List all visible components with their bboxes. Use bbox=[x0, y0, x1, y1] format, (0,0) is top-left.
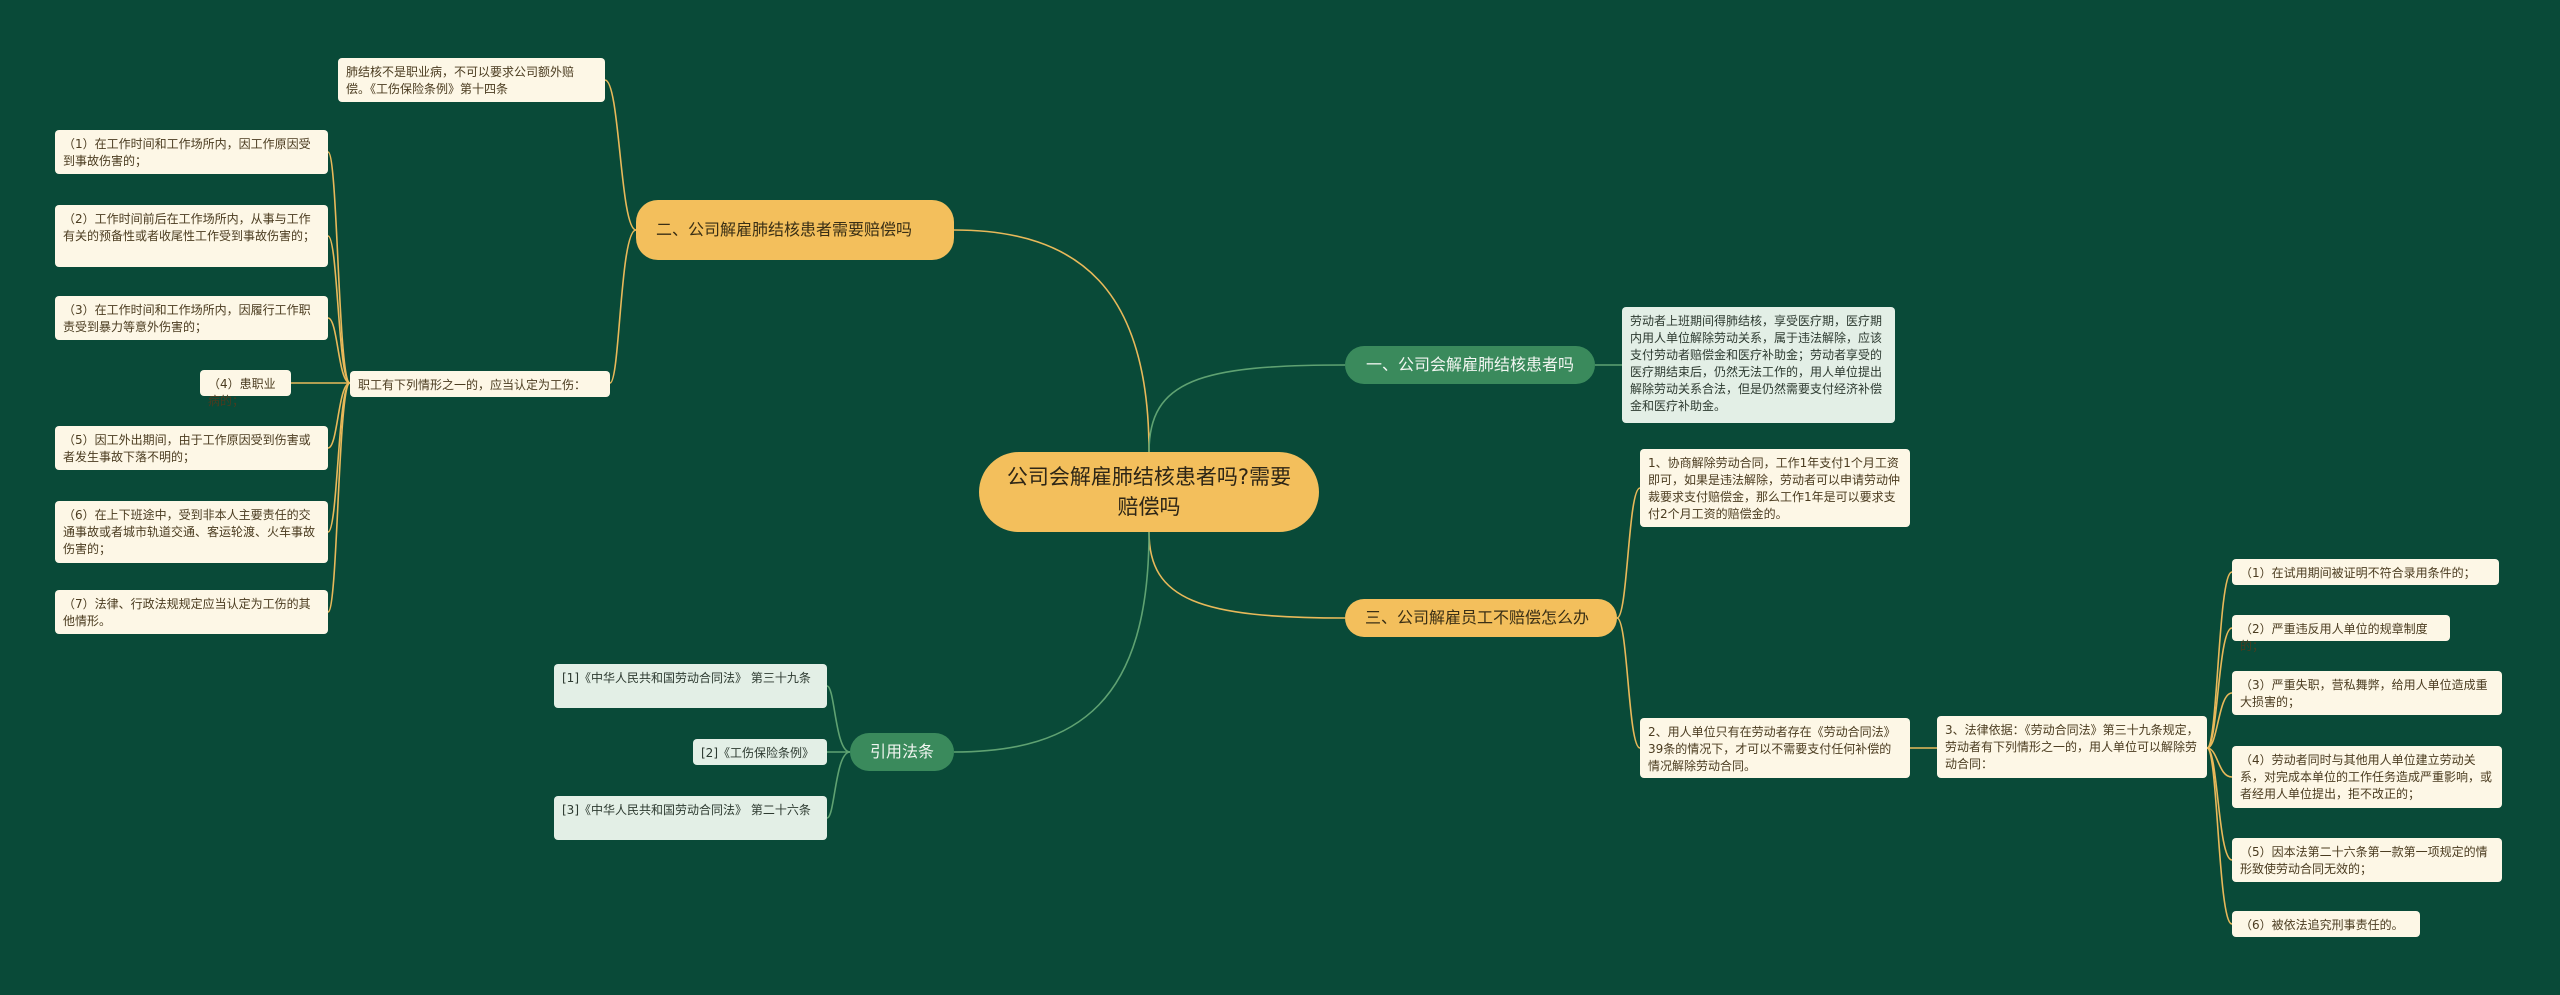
clause-4: （4）劳动者同时与其他用人单位建立劳动关系，对完成本单位的工作任务造成严重影响，… bbox=[2232, 746, 2502, 808]
occupational-disease-note: 肺结核不是职业病，不可以要求公司额外赔偿。《工伤保险条例》第十四条 bbox=[338, 58, 605, 102]
link-b2-header bbox=[609, 229, 637, 384]
clause-3: （3）严重失职，营私舞弊，给用人单位造成重大损害的； bbox=[2232, 671, 2502, 715]
injury-item-6: （6）在上下班途中，受到非本人主要责任的交通事故或者城市轨道交通、客运轮渡、火车… bbox=[55, 501, 328, 563]
root-topic[interactable]: 公司会解雇肺结核患者吗?需要赔偿吗 bbox=[979, 452, 1319, 532]
branch-no-compensation-label: 三、公司解雇员工不赔偿怎么办 bbox=[1365, 608, 1590, 627]
link-root-b1 bbox=[1148, 364, 1346, 453]
injury-item-5: （5）因工外出期间，由于工作原因受到伤害或者发生事故下落不明的； bbox=[55, 426, 328, 470]
branch-references-label: 引用法条 bbox=[869, 742, 934, 761]
branch-compensation-label: 二、公司解雇肺结核患者需要赔偿吗 bbox=[656, 220, 913, 239]
reference-3: [3]《中华人民共和国劳动合同法》 第二十六条 bbox=[554, 796, 827, 840]
branch-references[interactable]: 引用法条 bbox=[850, 733, 954, 771]
clause-2: （2）严重违反用人单位的规章制度的； bbox=[2232, 615, 2450, 653]
clause-1: （1）在试用期间被证明不符合录用条件的； bbox=[2232, 559, 2499, 585]
link-b2-note bbox=[604, 79, 637, 231]
branch-no-compensation[interactable]: 三、公司解雇员工不赔偿怎么办 bbox=[1345, 599, 1617, 637]
injury-criteria-header: 职工有下列情形之一的，应当认定为工伤： bbox=[350, 371, 610, 397]
injury-item-2: （2）工作时间前后在工作场所内，从事与工作有关的预备性或者收尾性工作受到事故伤害… bbox=[55, 205, 328, 267]
root-title: 公司会解雇肺结核患者吗?需要赔偿吗 bbox=[1006, 465, 1292, 519]
branch-compensation[interactable]: 二、公司解雇肺结核患者需要赔偿吗 bbox=[636, 200, 954, 260]
branch-dismissal[interactable]: 一、公司会解雇肺结核患者吗 bbox=[1345, 346, 1595, 384]
reference-1: [1]《中华人民共和国劳动合同法》 第三十九条 bbox=[554, 664, 827, 708]
link-root-b2 bbox=[953, 229, 1150, 453]
injury-item-4: （4）患职业病的； bbox=[200, 370, 291, 408]
legal-basis-note: 3、法律依据：《劳动合同法》第三十九条规定，劳动者有下列情形之一的，用人单位可以… bbox=[1937, 716, 2207, 778]
injury-item-7: （7）法律、行政法规规定应当认定为工伤的其他情形。 bbox=[55, 590, 328, 634]
clause-6: （6）被依法追究刑事责任的。 bbox=[2232, 911, 2420, 937]
dismissal-detail: 劳动者上班期间得肺结核，享受医疗期，医疗期内用人单位解除劳动关系，属于违法解除，… bbox=[1622, 307, 1895, 423]
reference-2: [2]《工伤保险条例》 bbox=[693, 739, 827, 765]
branch-dismissal-label: 一、公司会解雇肺结核患者吗 bbox=[1365, 355, 1574, 374]
link-root-b3 bbox=[1148, 531, 1346, 619]
injury-item-3: （3）在工作时间和工作场所内，因履行工作职责受到暴力等意外伤害的； bbox=[55, 296, 328, 340]
clause-5: （5）因本法第二十六条第一款第一项规定的情形致使劳动合同无效的； bbox=[2232, 838, 2502, 882]
injury-item-1: （1）在工作时间和工作场所内，因工作原因受到事故伤害的； bbox=[55, 130, 328, 174]
link-root-b4 bbox=[953, 531, 1150, 753]
negotiate-termination-note: 1、协商解除劳动合同，工作1年支付1个月工资即可，如果是违法解除，劳动者可以申请… bbox=[1640, 449, 1910, 527]
article39-condition-note: 2、用人单位只有在劳动者存在《劳动合同法》39条的情况下，才可以不需要支付任何补… bbox=[1640, 718, 1910, 778]
